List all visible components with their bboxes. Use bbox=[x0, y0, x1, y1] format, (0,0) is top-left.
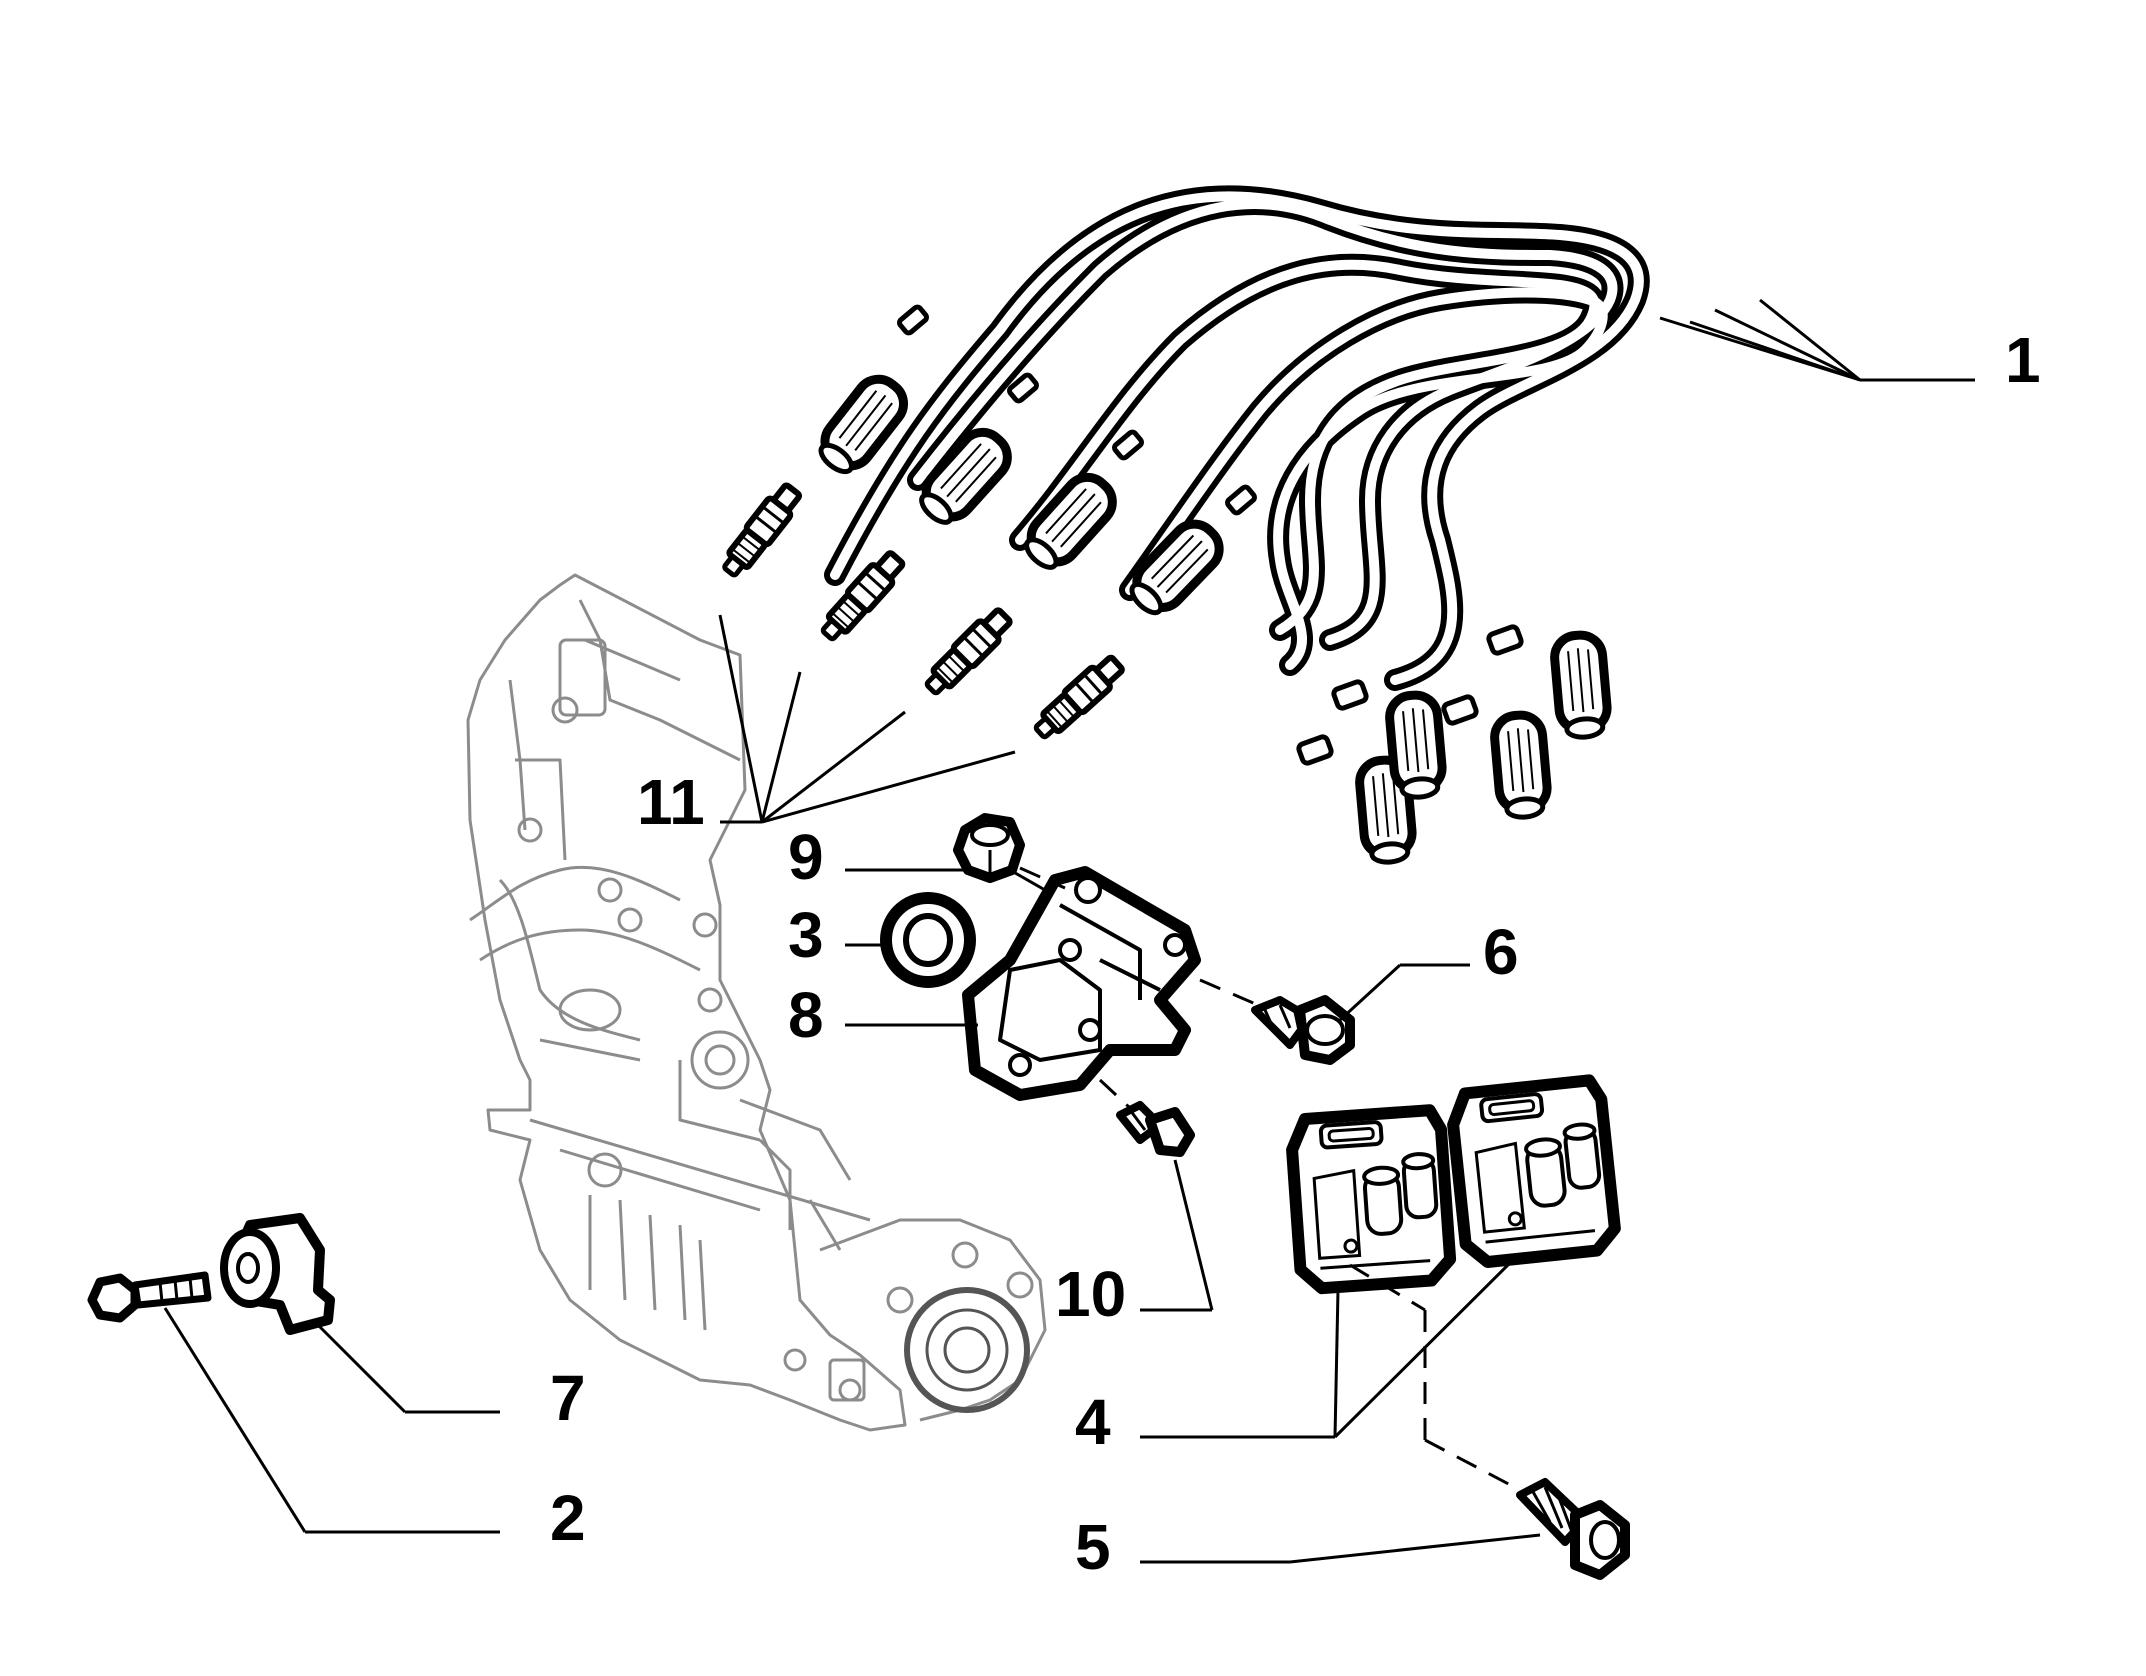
coil-bolt bbox=[1516, 1478, 1630, 1580]
coil-boots bbox=[1358, 633, 1610, 864]
callout-2: 2 bbox=[550, 1482, 586, 1554]
callout-3: 3 bbox=[788, 899, 824, 971]
callout-6: 6 bbox=[1483, 916, 1519, 988]
o-ring bbox=[880, 892, 976, 988]
knock-sensor bbox=[220, 1213, 335, 1335]
callout-9: 9 bbox=[788, 821, 824, 893]
alignment-lines bbox=[1019, 866, 1521, 1492]
callout-10: 10 bbox=[1055, 1258, 1127, 1330]
bracket-bolt bbox=[1116, 1101, 1195, 1157]
coil-bracket bbox=[962, 866, 1201, 1101]
callout-1: 1 bbox=[2005, 324, 2041, 396]
engine-block bbox=[466, 573, 1047, 1432]
callout-8: 8 bbox=[788, 979, 824, 1051]
leader-lines bbox=[163, 298, 1975, 1564]
ignition-cable-set bbox=[824, 185, 1650, 691]
callout-5: 5 bbox=[1075, 1511, 1111, 1583]
cable-ferrules bbox=[897, 304, 1524, 766]
callout-4: 4 bbox=[1075, 1386, 1111, 1458]
ignition-coils bbox=[1290, 1079, 1617, 1289]
sensor-bolt bbox=[87, 1271, 212, 1323]
flange-bolt bbox=[1251, 995, 1355, 1065]
callout-11: 11 bbox=[637, 766, 705, 838]
callout-7: 7 bbox=[550, 1362, 586, 1434]
